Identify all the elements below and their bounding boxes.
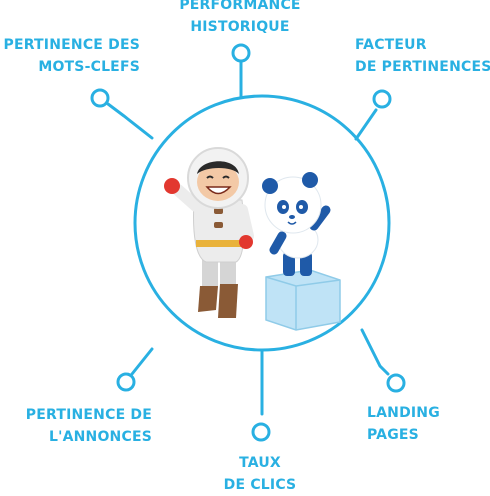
connector-bottom-right [360, 328, 390, 376]
connector-top-right [354, 108, 378, 141]
inuit-child-illustration [164, 147, 254, 318]
label-pertinence-des-mots-clefs: PERTINENCE DES MOTS-CLEFS [3, 37, 140, 75]
label-landing-pages: LANDING PAGES [367, 405, 440, 443]
label-performance-historique: PERFORMANCE HISTORIQUE [179, 0, 301, 35]
central-ring [133, 94, 391, 352]
node-top [231, 43, 251, 63]
connector-bottom-left [130, 347, 154, 376]
node-top-left [90, 88, 110, 108]
panda-on-ice-illustration [262, 172, 341, 331]
node-top-right [372, 89, 392, 109]
label-facteur-de-pertinences: FACTEUR DE PERTINENCES [355, 37, 490, 75]
node-bottom-left [116, 372, 136, 392]
node-bottom-right [386, 373, 406, 393]
connector-top-left [106, 102, 154, 140]
label-pertinence-de-l-annonces: PERTINENCE DE L'ANNONCES [25, 407, 152, 445]
label-taux-de-clics: TAUX DE CLICS [223, 455, 297, 493]
node-bottom [251, 422, 271, 442]
